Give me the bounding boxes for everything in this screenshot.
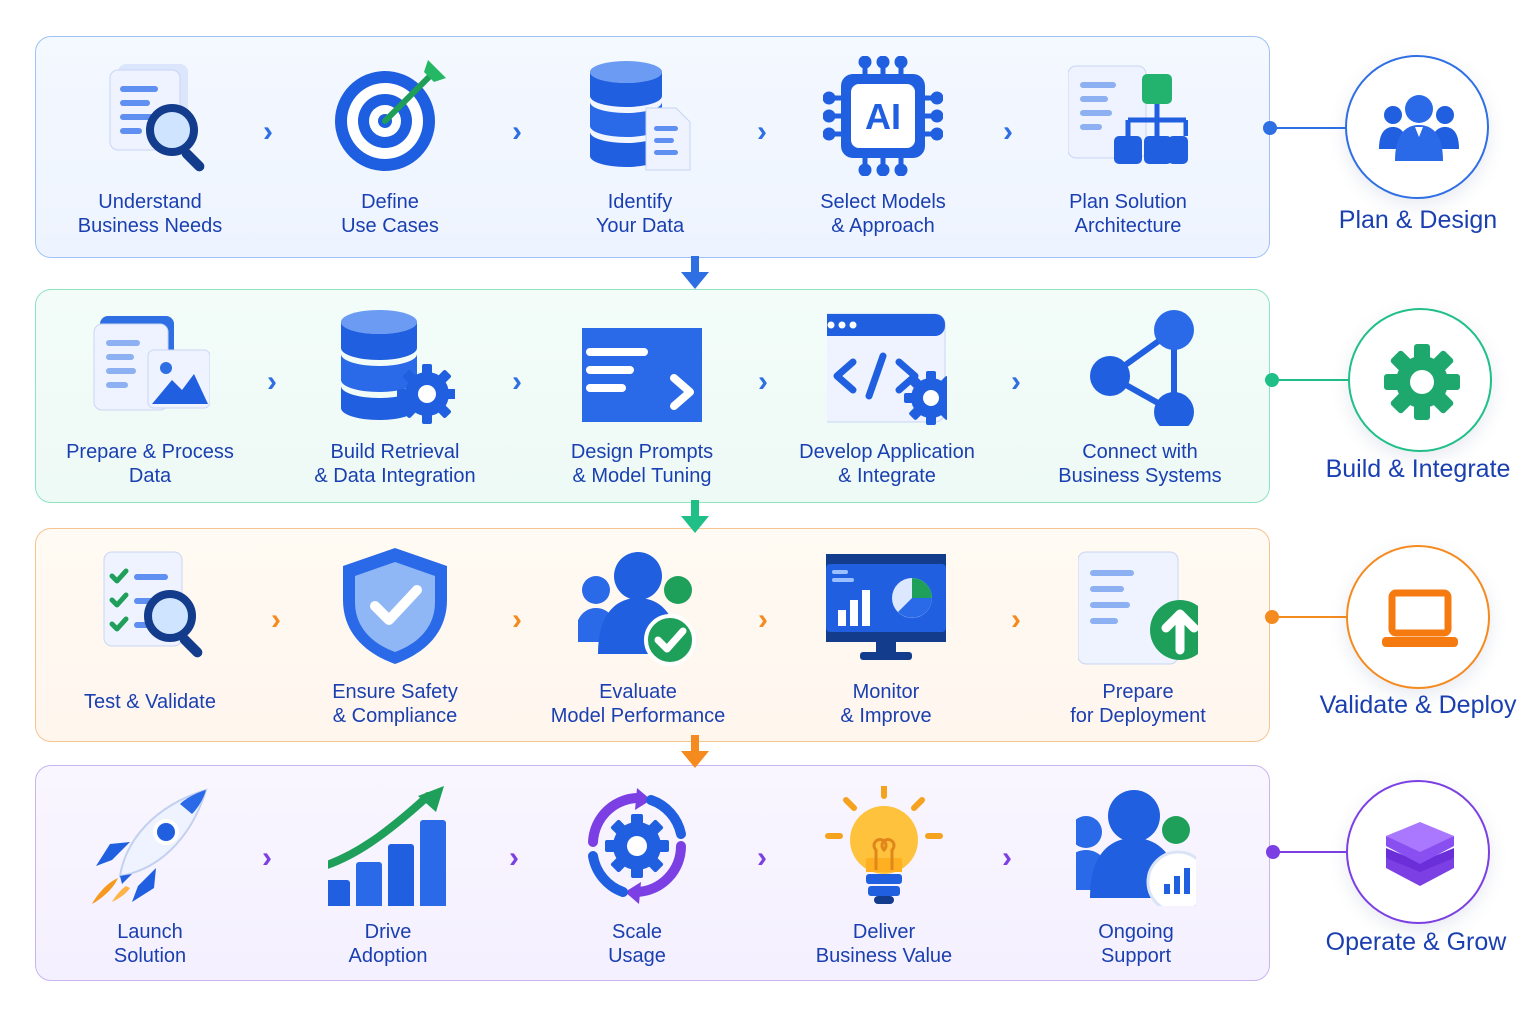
- connector-line: [1272, 616, 1350, 618]
- step-prepare-process-data: Prepare & Process Data: [50, 300, 250, 500]
- step-label: Design Prompts & Model Tuning: [570, 441, 714, 487]
- chevron-right-icon: ›: [512, 603, 522, 636]
- chevron-right-icon: ›: [758, 603, 768, 636]
- step-label: Drive Adoption: [348, 921, 428, 967]
- chevron-right-icon: ›: [757, 841, 767, 874]
- database-document-icon: [580, 56, 700, 176]
- connector-line: [1273, 851, 1350, 853]
- documents-image-icon: [90, 306, 210, 426]
- people-group-icon: [1379, 95, 1459, 161]
- step-label: Define Use Cases: [341, 191, 439, 237]
- step-label: Ensure Safety & Compliance: [332, 681, 458, 727]
- step-understand-business-needs: Understand Business Needs: [50, 50, 250, 250]
- chevron-right-icon: ›: [512, 115, 522, 148]
- step-build-retrieval-data-integration: Build Retrieval & Data Integration: [295, 300, 495, 500]
- laptop-icon: [1382, 589, 1458, 647]
- step-ongoing-support: Ongoing Support: [1036, 780, 1236, 980]
- stage-validate-badge: [1346, 545, 1490, 689]
- connector-line: [1272, 379, 1350, 381]
- step-label: Understand Business Needs: [77, 191, 223, 237]
- rocket-icon: [90, 786, 210, 906]
- stage-build-title: Build & Integrate: [1325, 455, 1511, 483]
- step-drive-adoption: Drive Adoption: [288, 780, 488, 980]
- code-window-gear-icon: [827, 306, 947, 426]
- growth-chart-icon: [328, 786, 448, 906]
- chevron-right-icon: ›: [1002, 841, 1012, 874]
- checklist-search-icon: [90, 546, 210, 666]
- step-label: Monitor & Improve: [840, 681, 932, 727]
- step-connect-business-systems: Connect with Business Systems: [1040, 300, 1240, 500]
- gear-icon: [1384, 344, 1460, 420]
- chevron-right-icon: ›: [758, 365, 768, 398]
- stage-validate-title: Validate & Deploy: [1319, 691, 1517, 719]
- shield-check-icon: [335, 546, 455, 666]
- step-label: Scale Usage: [608, 921, 666, 967]
- step-evaluate-model-performance: Evaluate Model Performance: [538, 540, 738, 740]
- step-prepare-for-deployment: Prepare for Deployment: [1038, 540, 1238, 740]
- step-ensure-safety-compliance: Ensure Safety & Compliance: [295, 540, 495, 740]
- step-deliver-business-value: Deliver Business Value: [784, 780, 984, 980]
- prompt-window-icon: [582, 306, 702, 426]
- stage-plan-title: Plan & Design: [1338, 206, 1498, 234]
- step-label: Evaluate Model Performance: [550, 681, 726, 727]
- step-plan-solution-architecture: Plan Solution Architecture: [1028, 50, 1228, 250]
- step-label: Launch Solution: [113, 921, 187, 967]
- svg-text:AI: AI: [865, 96, 901, 137]
- step-develop-application-integrate: Develop Application & Integrate: [787, 300, 987, 500]
- arrow-down-icon: [681, 735, 709, 768]
- step-test-validate: Test & Validate: [50, 540, 250, 740]
- step-label: Plan Solution Architecture: [1069, 191, 1187, 237]
- database-gear-icon: [335, 306, 455, 426]
- step-scale-usage: Scale Usage: [537, 780, 737, 980]
- chevron-right-icon: ›: [1003, 115, 1013, 148]
- document-upload-icon: [1078, 546, 1198, 666]
- lightbulb-icon: [824, 786, 944, 906]
- network-nodes-icon: [1080, 306, 1200, 426]
- people-check-icon: [578, 546, 698, 666]
- stage-operate-badge: [1346, 780, 1490, 924]
- step-label: Develop Application & Integrate: [799, 441, 975, 487]
- step-label: Prepare & Process Data: [66, 441, 234, 487]
- step-label: Connect with Business Systems: [1058, 441, 1222, 487]
- step-label: Build Retrieval & Data Integration: [314, 441, 476, 487]
- stage-operate-title: Operate & Grow: [1325, 928, 1507, 956]
- chevron-right-icon: ›: [757, 115, 767, 148]
- layers-icon: [1386, 822, 1454, 886]
- step-label: Select Models & Approach: [820, 191, 946, 237]
- people-chart-icon: [1076, 786, 1196, 906]
- step-design-prompts-model-tuning: Design Prompts & Model Tuning: [542, 300, 742, 500]
- target-icon: [330, 56, 450, 176]
- chevron-right-icon: ›: [1011, 365, 1021, 398]
- connector-line: [1270, 127, 1348, 129]
- step-define-use-cases: Define Use Cases: [290, 50, 490, 250]
- chevron-right-icon: ›: [271, 603, 281, 636]
- chevron-right-icon: ›: [509, 841, 519, 874]
- monitor-chart-icon: [826, 546, 946, 666]
- chevron-right-icon: ›: [267, 365, 277, 398]
- architecture-diagram-icon: [1068, 56, 1188, 176]
- ai-chip-icon: AI: [823, 56, 943, 176]
- stage-plan-badge: [1345, 55, 1489, 199]
- step-monitor-improve: Monitor & Improve: [786, 540, 986, 740]
- document-search-icon: [90, 56, 210, 176]
- step-identify-your-data: Identify Your Data: [540, 50, 740, 250]
- arrow-down-icon: [681, 256, 709, 289]
- step-label: Deliver Business Value: [815, 921, 953, 967]
- step-label: Test & Validate: [84, 691, 216, 713]
- arrow-down-icon: [681, 500, 709, 533]
- chevron-right-icon: ›: [262, 841, 272, 874]
- stage-build-badge: [1348, 308, 1492, 452]
- chevron-right-icon: ›: [1011, 603, 1021, 636]
- gear-cycle-icon: [577, 786, 697, 906]
- step-select-models-approach: AI Select Models & Approach: [783, 50, 983, 250]
- step-launch-solution: Launch Solution: [50, 780, 250, 980]
- step-label: Identify Your Data: [595, 191, 685, 237]
- step-label: Ongoing Support: [1098, 921, 1174, 967]
- step-label: Prepare for Deployment: [1070, 681, 1206, 727]
- chevron-right-icon: ›: [263, 115, 273, 148]
- chevron-right-icon: ›: [512, 365, 522, 398]
